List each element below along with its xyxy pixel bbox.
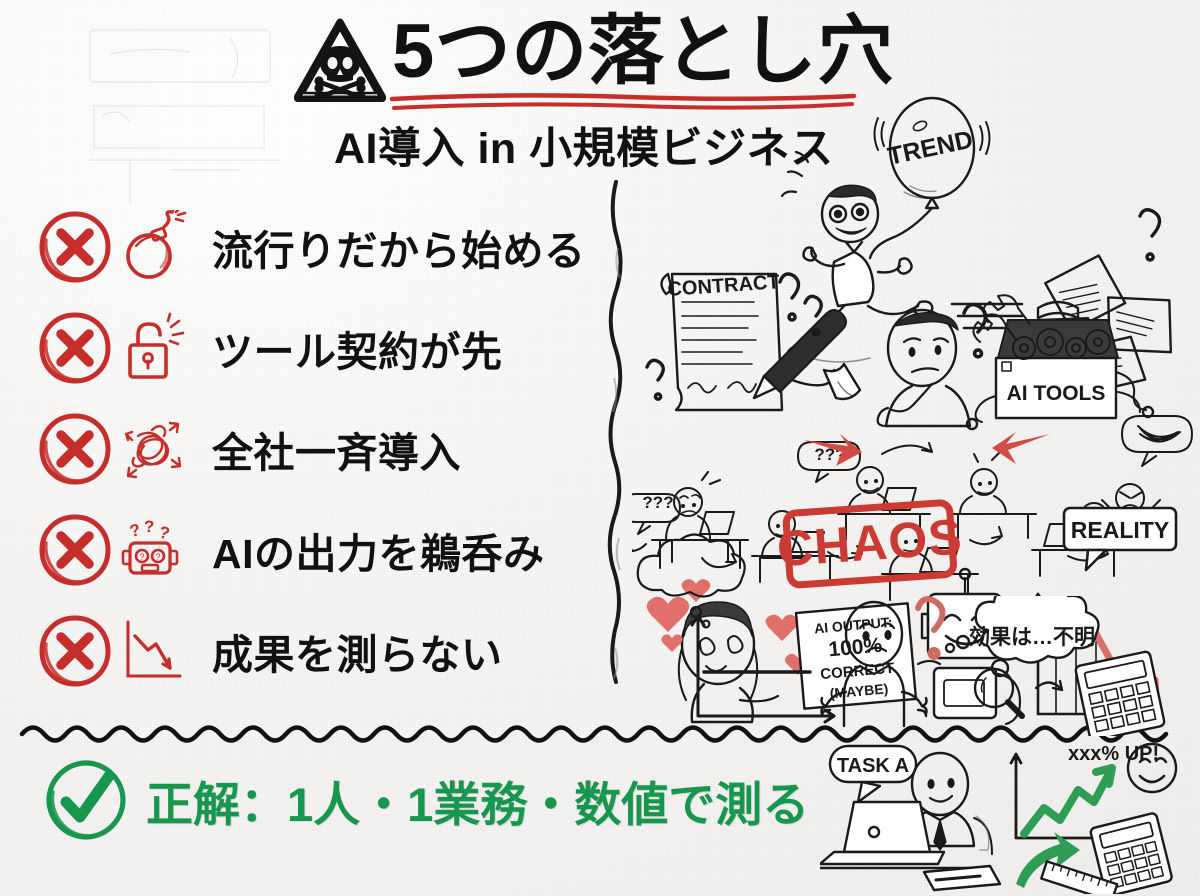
calculator-ruler-doodle — [1089, 812, 1173, 894]
padlock-icon — [128, 312, 185, 379]
svg-text:?: ? — [155, 552, 160, 562]
header: 5つの落とし穴 AI導入 in 小規模ビジネス — [0, 0, 1200, 185]
task-label: TASK A — [837, 755, 909, 777]
red-circle-x-icon — [39, 614, 111, 687]
skull-warning-triangle-icon — [294, 18, 386, 102]
pitfall-label: AIの出力を鵜呑み — [212, 530, 545, 577]
person-at-laptop-doodle — [820, 751, 1002, 892]
ai-output-sign-doodle — [794, 602, 918, 710]
page-subtitle: AI導入 in 小規模ビジネス — [334, 125, 834, 173]
vertical-divider — [607, 180, 623, 684]
arrow-doodle — [1034, 679, 1064, 692]
pitfall-label: ツール契約が先 — [212, 328, 503, 375]
chaos-label: CHAOS — [775, 508, 964, 577]
pitfall-row: 流行りだから始める — [38, 196, 608, 297]
task-bubble-doodle — [828, 744, 918, 804]
calculator-doodle — [1074, 650, 1166, 736]
growth-line — [1020, 764, 1116, 838]
illustration-panel: TREND — [632, 96, 1193, 726]
growth-label: xxx% UP! — [1068, 743, 1159, 765]
question-marks-doodle — [645, 272, 823, 401]
pitfall-row: 全社一斉導入 — [38, 398, 608, 499]
ruler-doodle — [1040, 860, 1119, 894]
title-underline — [389, 93, 857, 110]
chaos-stamp: CHAOS — [775, 499, 964, 589]
svg-text:?: ? — [139, 552, 144, 562]
trend-balloon-doodle — [868, 96, 991, 260]
smiley-face-doodle — [1126, 742, 1178, 794]
green-up-arrow-doodle — [1016, 832, 1080, 888]
svg-text:?: ? — [157, 522, 172, 543]
confused-robot-icon: ? ? ? ? ? — [121, 517, 179, 575]
bomb-icon — [126, 209, 187, 279]
unknown-effect-label: 効果は…不明 — [969, 625, 1095, 649]
svg-text:?: ? — [144, 517, 154, 536]
confused-person-doodle — [876, 308, 972, 428]
pitfall-row: 成果を測らない — [38, 600, 608, 701]
shrugging-person-doodle — [820, 600, 928, 728]
toolbox-label: AI TOOLS — [1007, 382, 1106, 405]
pitfall-label: 流行りだから始める — [212, 227, 586, 274]
question-mark-doodle — [962, 302, 988, 359]
page-title: 5つの落とし穴 — [392, 9, 894, 94]
contract-label: CONTRACT — [667, 271, 780, 301]
hearts-doodle — [646, 579, 812, 675]
reality-label: REALITY — [1071, 517, 1169, 543]
pitfall-row: ? ? ? ? ? AIの出力を鵜呑み — [38, 499, 608, 600]
red-arrow-doodle — [804, 432, 1050, 466]
contract-doodle — [660, 272, 784, 412]
svg-text:?: ? — [128, 520, 142, 541]
red-circle-x-icon — [39, 210, 111, 283]
answer-text: 正解：1人・1業務・数値で測る — [146, 777, 810, 831]
ai-tools-toolbox-doodle — [965, 294, 1155, 431]
red-circle-x-icon — [39, 412, 111, 485]
pitfall-label: 全社一斉導入 — [212, 429, 461, 476]
pitfall-row: ツール契約が先 — [38, 297, 608, 398]
signing-hand-pen-doodle — [752, 309, 862, 401]
balloon-label: TREND — [885, 126, 975, 171]
red-circle-x-icon — [39, 513, 111, 586]
chaotic-office-doodle: ??? — [632, 415, 1193, 601]
pitfall-list: 流行りだから始める ツール契約が先 — [38, 196, 608, 701]
answer-bar: 正解：1人・1業務・数値で測る — [44, 758, 809, 842]
horizontal-divider — [19, 725, 1169, 743]
red-circle-x-icon — [39, 311, 111, 384]
pitfall-label: 成果を測らない — [212, 631, 503, 678]
flat-chart-doodle — [690, 614, 836, 724]
speech-question: ??? — [642, 493, 673, 512]
magnifier-doodle — [973, 667, 1025, 719]
effect-unknown-bubble — [974, 596, 1100, 664]
unknown-effect-scene: 効果は…不明 — [820, 596, 1166, 736]
tangled-arrows-icon — [124, 421, 182, 478]
declining-chart-icon — [126, 620, 182, 677]
reality-bubble-doodle — [1062, 506, 1178, 572]
ai-output-line-1: AI OUTPUT: — [813, 614, 893, 637]
solution-illustration: TASK A — [820, 742, 1178, 894]
green-circle-check-icon — [46, 760, 126, 840]
